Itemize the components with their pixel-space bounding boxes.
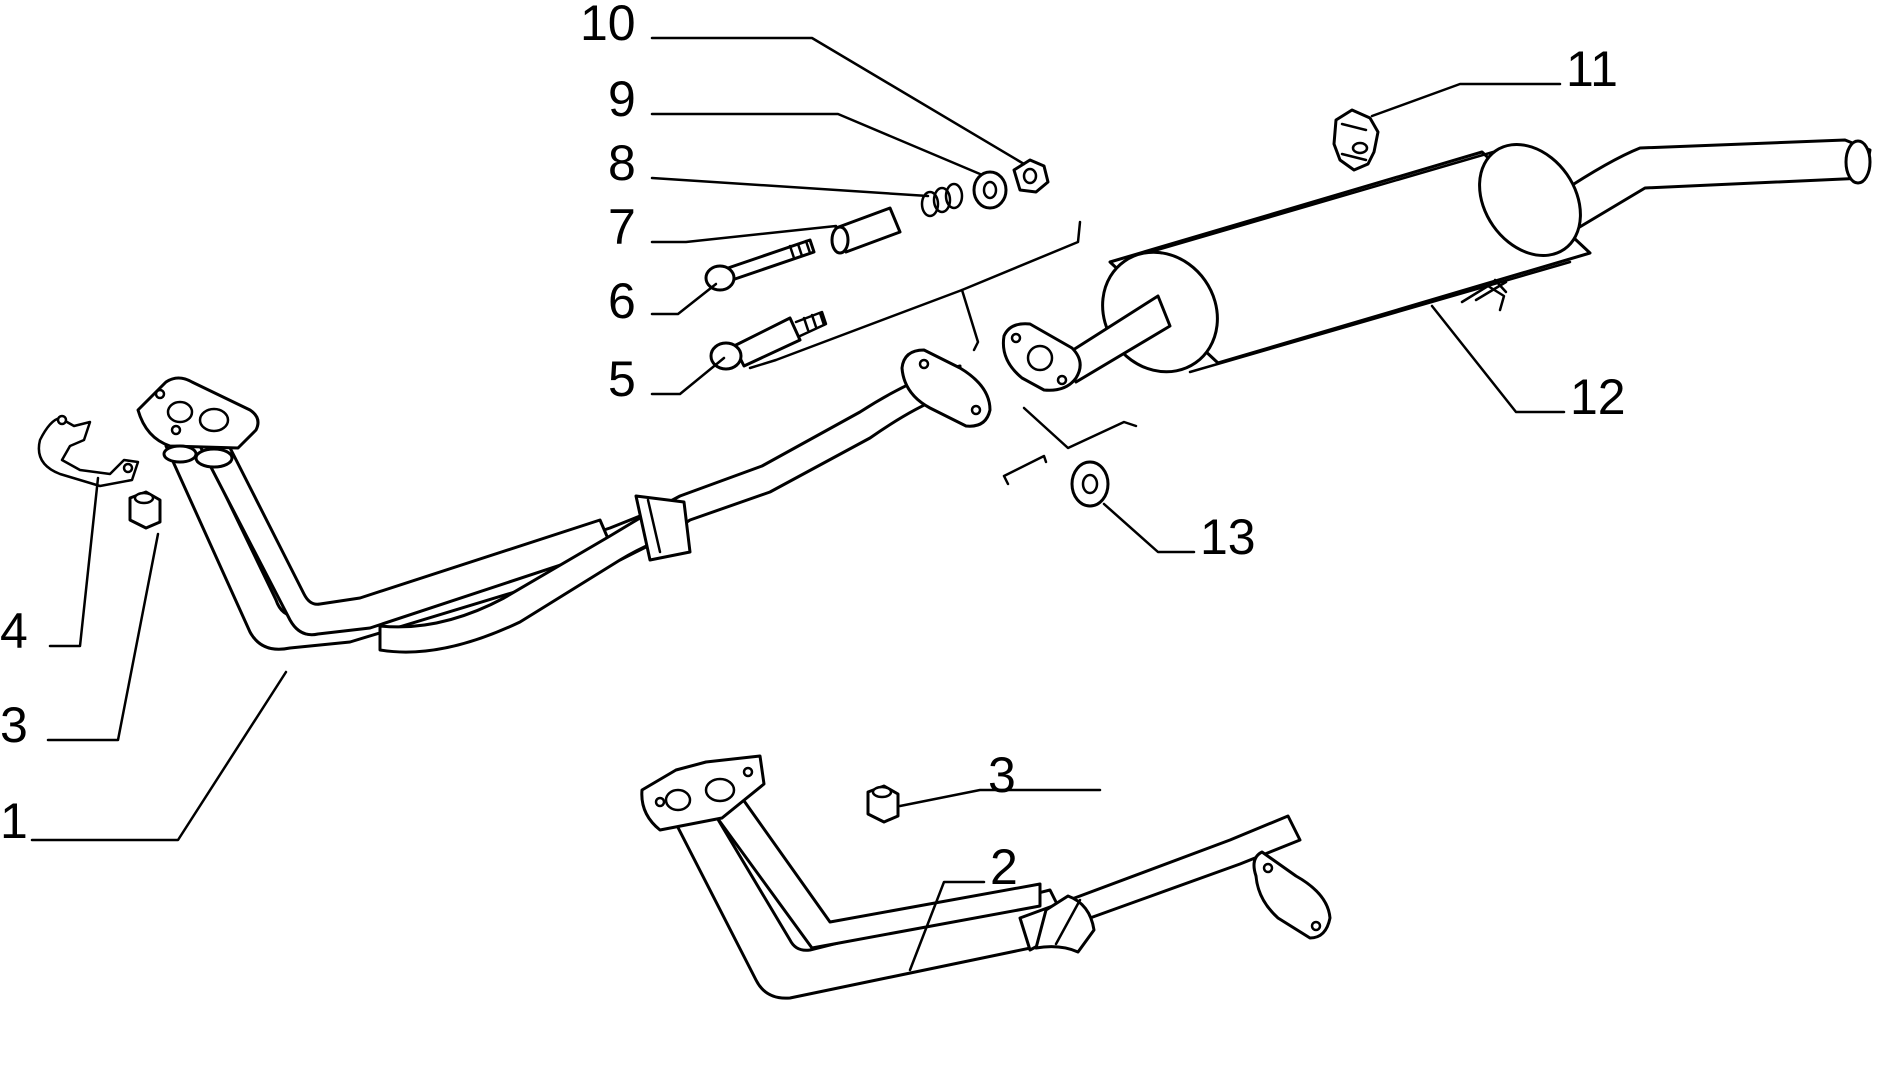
leader-lines <box>30 36 1566 972</box>
callout-7: 7 <box>608 199 636 255</box>
nut-part-3-upper <box>128 490 162 530</box>
callout-5: 5 <box>608 351 636 407</box>
callout-2: 2 <box>990 839 1018 895</box>
rubber-hanger-part-11 <box>1332 108 1380 172</box>
nut-part-3-lower <box>866 784 900 824</box>
bolt-part-6 <box>704 238 816 292</box>
callout-9: 9 <box>608 71 636 127</box>
front-pipe-part-1 <box>136 348 992 654</box>
callout-4: 4 <box>0 603 28 659</box>
front-pipe-part-2 <box>640 754 1332 1000</box>
callout-13: 13 <box>1200 509 1256 565</box>
callout-labels: 1 2 3 3 4 5 6 7 8 9 10 11 12 13 <box>0 0 1626 895</box>
callout-10: 10 <box>580 0 636 51</box>
callout-3-upper: 3 <box>0 697 28 753</box>
callout-1: 1 <box>0 793 28 849</box>
spring-part-8 <box>920 182 964 218</box>
callout-6: 6 <box>608 273 636 329</box>
nut-part-10 <box>1012 158 1050 194</box>
washer-part-9 <box>972 170 1008 210</box>
callout-12: 12 <box>1570 369 1626 425</box>
callout-11: 11 <box>1566 41 1618 97</box>
gasket-part-13 <box>1070 460 1110 508</box>
callout-8: 8 <box>608 135 636 191</box>
spacer-sleeve-part-7 <box>830 206 902 255</box>
rear-muffler-part-12 <box>1001 138 1872 392</box>
callout-3-lower: 3 <box>988 747 1016 803</box>
connection-break-lines <box>748 220 1138 486</box>
bolt-part-5 <box>709 310 828 371</box>
clamp-clip-part-4 <box>37 414 140 488</box>
